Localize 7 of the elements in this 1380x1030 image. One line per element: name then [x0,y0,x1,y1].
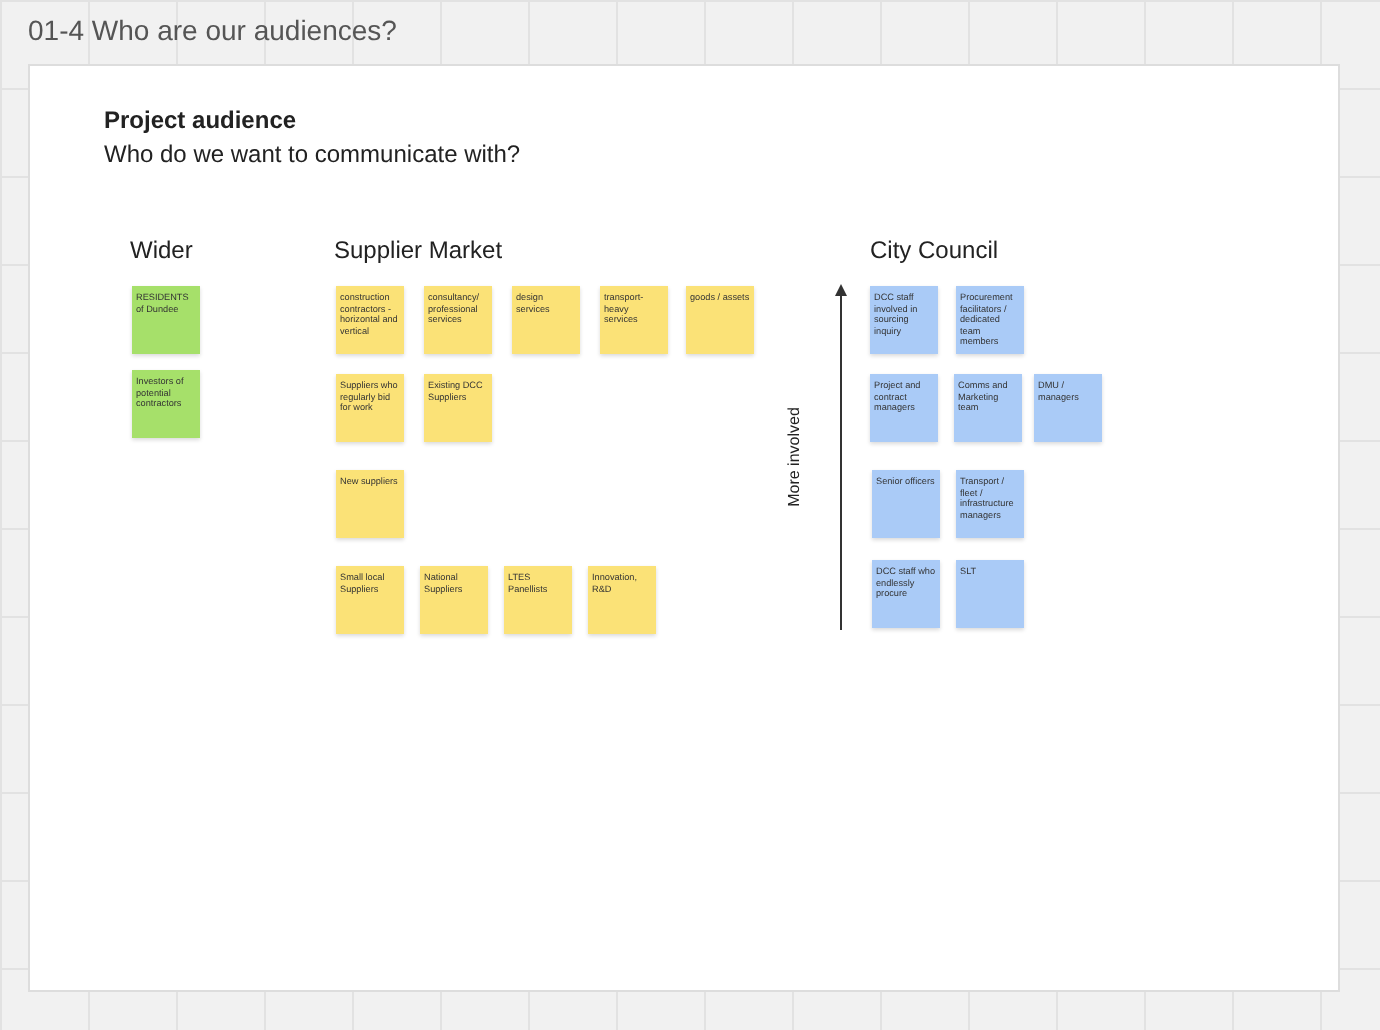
subheading: Who do we want to communicate with? [104,140,521,168]
page-title: 01-4 Who are our audiences? [28,14,397,46]
group-heading: Supplier Market [334,236,503,264]
group-heading: City Council [870,236,999,264]
heading: Project audience [104,106,297,134]
axis-label: More involved [784,407,803,507]
group-heading: Wider [130,236,193,264]
